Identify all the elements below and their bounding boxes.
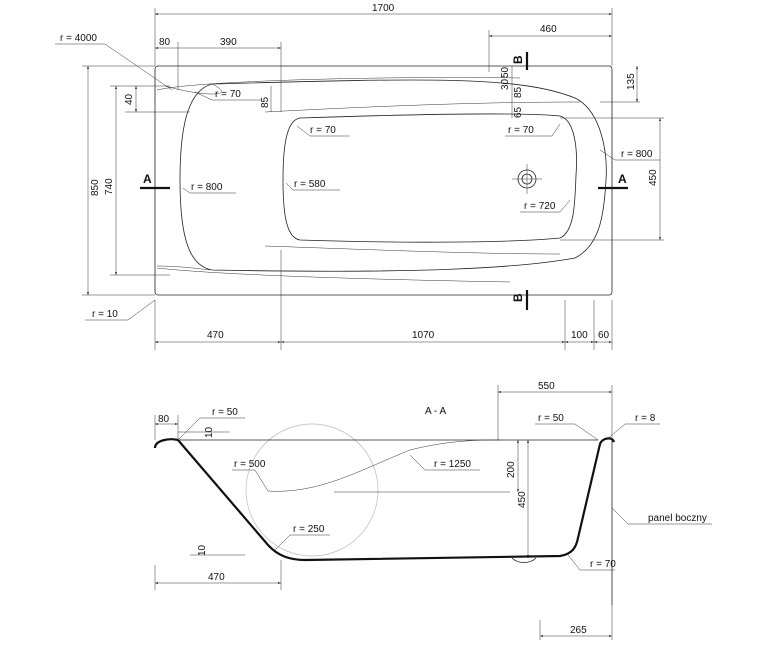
dim-265: 265 [570,625,587,636]
dim-60: 60 [598,330,610,341]
dim-460: 460 [540,24,557,35]
dim-450-section: 450 [517,491,528,508]
section-mark-b-top: B [511,55,525,64]
dim-80-section: 80 [158,414,170,425]
upper-wing-curve [156,77,521,91]
dim-40: 40 [124,93,135,105]
dim-470-top: 470 [207,330,224,341]
label-r800-left: r = 800 [191,182,223,193]
label-r580: r = 580 [294,179,326,190]
label-r8: r = 8 [635,413,656,424]
backrest-curve [267,439,501,492]
upper-inner-curve [264,101,581,113]
dim-10-bottom: 10 [197,544,208,556]
dim-1700: 1700 [372,3,395,14]
dim-50: 50 [500,66,511,78]
label-r50-left: r = 50 [212,407,238,418]
lower-wing-curve-2 [156,265,211,271]
dim-85-right: 85 [513,86,524,98]
construction-circle [245,423,379,557]
dim-200: 200 [506,461,517,478]
label-r70-left: r = 70 [215,89,241,100]
section-mark-b-bottom: B [511,293,525,302]
label-panel-boczny: panel boczny [648,513,707,524]
top-view: A A B B 1700 80 390 460 135 450 [55,3,664,350]
dim-470-section: 470 [208,572,225,583]
lower-wing-curve [156,267,511,283]
dim-100: 100 [571,330,588,341]
dim-1070: 1070 [412,330,435,341]
drain-icon [512,164,542,194]
inner-shell-outline [179,79,607,272]
dim-10-top: 10 [204,426,215,438]
upper-wing-curve-2 [164,83,222,95]
label-r70-floor: r = 70 [310,125,336,136]
dim-135: 135 [626,73,637,90]
label-r250: r = 250 [293,524,325,535]
tub-outline [154,65,613,296]
section-view: A - A 80 10 550 200 450 10 470 [153,381,712,640]
label-r800-right: r = 800 [621,149,653,160]
tub-floor-outline [282,113,577,243]
section-mark-a-left: A [143,172,152,186]
label-r50-right: r = 50 [538,413,564,424]
dim-740: 740 [104,178,115,195]
section-title: A - A [425,406,446,417]
lower-inner-curve [264,245,561,255]
label-r10: r = 10 [92,309,118,320]
section-mark-a-right: A [618,172,627,186]
dim-390: 390 [220,37,237,48]
drain-bump [511,557,537,563]
label-r720: r = 720 [524,201,556,212]
label-r4000: r = 4000 [60,33,97,44]
dim-450-top: 450 [648,169,659,186]
dim-65: 65 [513,106,524,118]
dim-85-left: 85 [260,96,271,108]
label-r500: r = 500 [234,459,266,470]
label-r70-right: r = 70 [508,125,534,136]
label-r1250: r = 1250 [434,459,471,470]
dim-850: 850 [90,179,101,196]
dim-30: 30 [500,78,511,90]
label-r70-section: r = 70 [590,559,616,570]
dim-80-top: 80 [159,37,171,48]
tub-profile-outer [153,437,616,562]
dim-550: 550 [538,381,555,392]
